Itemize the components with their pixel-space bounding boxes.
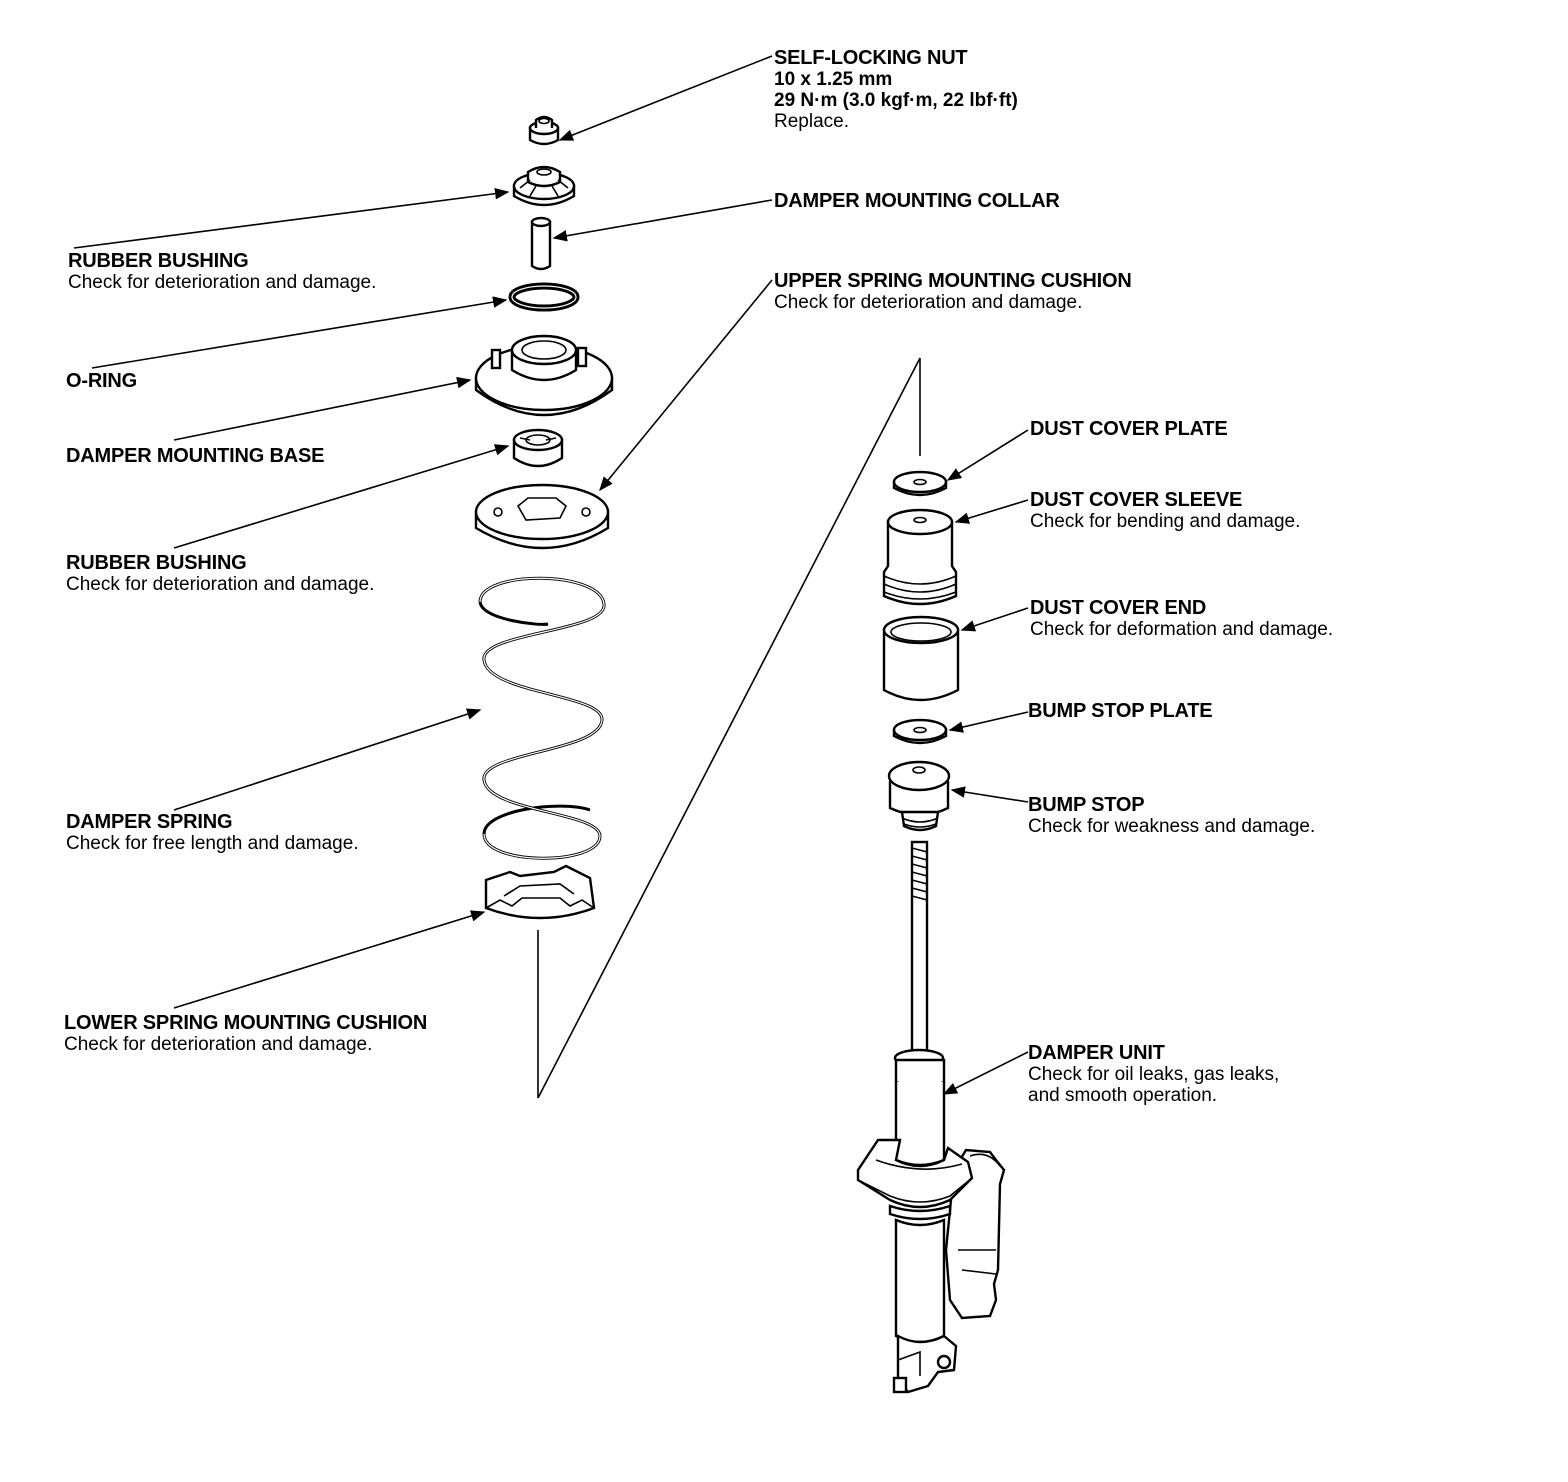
label-bump-stop-plate: BUMP STOP PLATE — [1028, 700, 1213, 722]
label-note-line1: Check for oil leaks, gas leaks, — [1028, 1064, 1280, 1085]
leader-dust-cover-plate — [946, 429, 1029, 481]
leader-damper-spring — [173, 708, 482, 811]
bump-stop-plate-part — [892, 718, 948, 745]
label-title: DUST COVER END — [1030, 597, 1207, 619]
label-rubber-bushing-upper: RUBBER BUSHING Check for deterioration a… — [68, 250, 377, 294]
label-lower-spring-mounting-cushion: LOWER SPRING MOUNTING CUSHION Check for … — [64, 1012, 428, 1056]
leader-damper-unit — [942, 1051, 1029, 1095]
label-note: Check for bending and damage. — [1030, 511, 1301, 532]
label-title: O-RING — [66, 370, 138, 392]
label-note: Check for deterioration and damage. — [64, 1034, 373, 1055]
lower-spring-mounting-cushion-part — [484, 864, 596, 920]
label-note: Check for weakness and damage. — [1028, 816, 1316, 837]
label-damper-mounting-collar: DAMPER MOUNTING COLLAR — [774, 191, 1060, 212]
label-dust-cover-sleeve: DUST COVER SLEEVE Check for bending and … — [1030, 489, 1301, 533]
label-size: 10 x 1.25 mm — [774, 69, 893, 90]
label-title: DUST COVER PLATE — [1030, 418, 1228, 440]
leader-dust-cover-sleeve — [954, 499, 1029, 524]
label-note-line2: and smooth operation. — [1028, 1085, 1218, 1106]
label-bump-stop: BUMP STOP Check for weakness and damage. — [1028, 794, 1316, 838]
damper-mounting-collar-part — [530, 216, 552, 271]
label-title: UPPER SPRING MOUNTING CUSHION — [774, 270, 1132, 292]
label-title: RUBBER BUSHING — [68, 250, 249, 272]
label-note: Check for deformation and damage. — [1030, 619, 1334, 640]
self-locking-nut-part — [528, 115, 560, 146]
leader-damper-mounting-base — [173, 376, 472, 441]
damper-spring-part — [478, 576, 606, 860]
leader-dust-cover-end — [960, 607, 1029, 632]
leader-damper-mounting-collar — [552, 199, 773, 242]
leader-rubber-bushing-upper — [73, 187, 510, 249]
leader-upper-spring-mounting-cushion — [599, 279, 773, 492]
leader-self-locking-nut — [558, 55, 773, 141]
label-torque: 29 N·m (3.0 kgf·m, 22 lbf·ft) — [774, 90, 1018, 111]
label-dust-cover-end: DUST COVER END Check for deformation and… — [1030, 597, 1334, 641]
rubber-bushing-upper-part — [512, 165, 576, 207]
label-note: Check for deterioration and damage. — [68, 272, 377, 293]
o-ring-part — [508, 282, 580, 312]
label-title: BUMP STOP PLATE — [1028, 700, 1213, 722]
dust-cover-plate-part — [892, 470, 948, 497]
label-damper-mounting-base: DAMPER MOUNTING BASE — [66, 446, 324, 467]
leader-o-ring — [91, 296, 508, 369]
damper-mounting-base-part — [474, 334, 614, 417]
label-title: RUBBER BUSHING — [66, 552, 247, 574]
bump-stop-part — [887, 760, 951, 832]
label-note: Replace. — [774, 111, 849, 132]
label-title: DAMPER UNIT — [1028, 1042, 1165, 1064]
label-note: Check for free length and damage. — [66, 833, 359, 854]
dust-cover-sleeve-part — [882, 508, 958, 606]
label-title: DAMPER MOUNTING BASE — [66, 445, 325, 467]
leader-bump-stop-plate — [948, 711, 1029, 733]
damper-unit-part — [856, 840, 1006, 1394]
label-title: DAMPER MOUNTING COLLAR — [774, 190, 1060, 212]
leader-bump-stop — [950, 786, 1029, 803]
label-title: SELF-LOCKING NUT — [774, 47, 968, 69]
upper-spring-mounting-cushion-part — [474, 483, 610, 550]
label-damper-unit: DAMPER UNIT Check for oil leaks, gas lea… — [1028, 1042, 1280, 1107]
label-o-ring: O-RING — [66, 371, 137, 392]
dust-cover-end-part — [882, 615, 960, 702]
label-title: DAMPER SPRING — [66, 811, 233, 833]
label-title: DUST COVER SLEEVE — [1030, 489, 1243, 511]
label-title: LOWER SPRING MOUNTING CUSHION — [64, 1012, 428, 1034]
label-self-locking-nut: SELF-LOCKING NUT 10 x 1.25 mm 29 N·m (3.… — [774, 47, 1018, 133]
label-dust-cover-plate: DUST COVER PLATE — [1030, 419, 1228, 440]
label-note: Check for deterioration and damage. — [774, 292, 1083, 313]
leader-rubber-bushing-lower — [173, 444, 510, 549]
label-upper-spring-mounting-cushion: UPPER SPRING MOUNTING CUSHION Check for … — [774, 270, 1132, 314]
label-title: BUMP STOP — [1028, 794, 1145, 816]
leader-lower-spring-mounting-cushion — [173, 910, 486, 1009]
label-note: Check for deterioration and damage. — [66, 574, 375, 595]
label-damper-spring: DAMPER SPRING Check for free length and … — [66, 811, 359, 855]
label-rubber-bushing-lower: RUBBER BUSHING Check for deterioration a… — [66, 552, 375, 596]
rubber-bushing-lower-part — [512, 428, 564, 468]
